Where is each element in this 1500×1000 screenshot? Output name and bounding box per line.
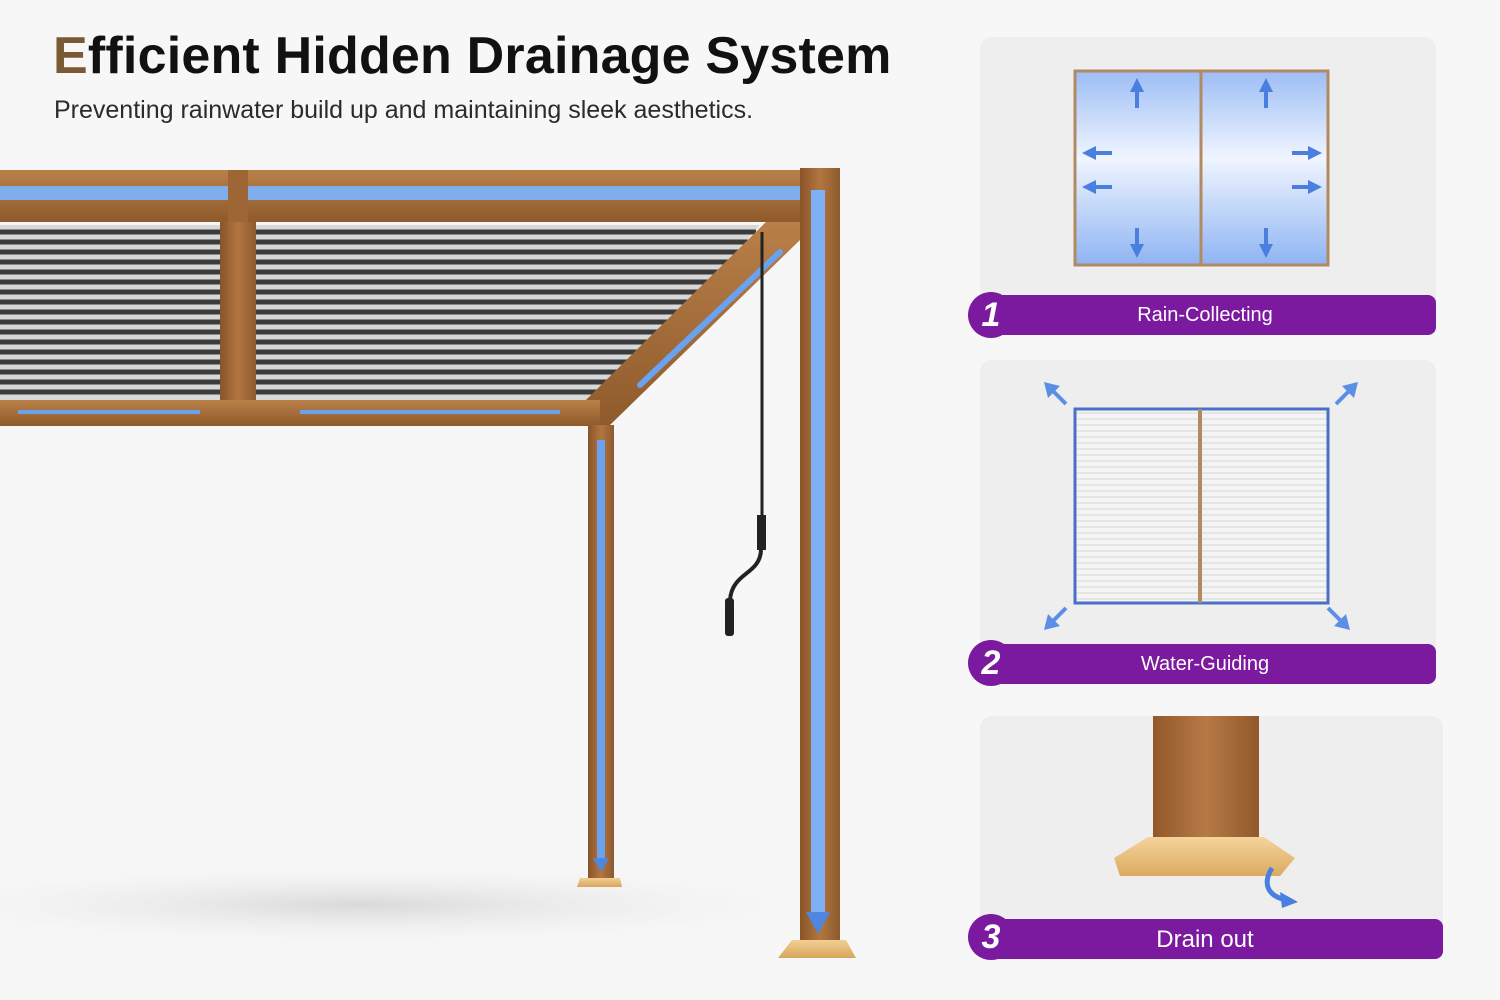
step-3-label: Drain out (1156, 926, 1254, 953)
pergola-illustration (0, 168, 880, 958)
step-1-bar (990, 295, 1436, 335)
center-beam (220, 218, 256, 418)
louvers (0, 225, 760, 405)
step-1-number: 1 (968, 292, 1014, 338)
back-post-foot (577, 878, 622, 887)
crank-handle (725, 232, 766, 636)
step-3-bar (990, 919, 1443, 959)
step-2-label: Water-Guiding (1140, 653, 1270, 675)
roof-top-view-arrows-icon (1073, 69, 1330, 267)
step-3-number: 3 (968, 914, 1014, 960)
step-1-label: Rain-Collecting (1137, 304, 1273, 326)
side-beam-water (637, 249, 783, 388)
step-2-number: 2 (968, 640, 1014, 686)
post-base-curved-arrow-icon (1114, 716, 1298, 908)
page-subtitle: Preventing rainwater build up and mainta… (54, 96, 754, 124)
roof-louvers-diagonal-arrows-icon (1044, 382, 1358, 630)
title-initial: E (53, 27, 88, 85)
front-post-foot (778, 940, 856, 958)
step-2-bar (990, 644, 1436, 684)
side-beam (586, 218, 800, 425)
floor-shadow (0, 860, 880, 950)
page-title: Efficient Hidden Drainage System (53, 27, 892, 85)
title-rest: fficient Hidden Drainage System (87, 27, 892, 85)
